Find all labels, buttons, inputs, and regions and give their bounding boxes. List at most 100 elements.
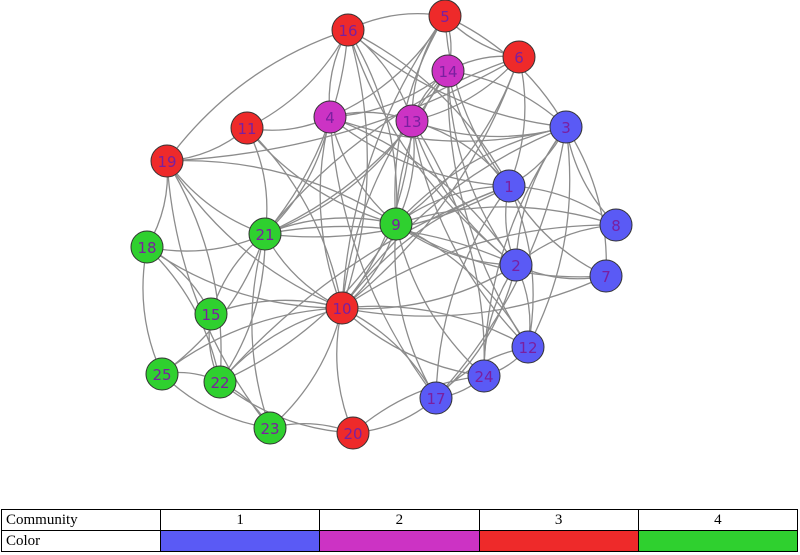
edge-16-2: [347, 29, 517, 266]
node-6: 6: [502, 40, 536, 74]
edge-13-24: [411, 120, 485, 377]
node-25-label: 25: [152, 366, 171, 384]
node-7: 7: [589, 259, 623, 293]
edge-4-1: [329, 116, 510, 187]
legend-swatch-2: [319, 530, 480, 552]
node-9-label: 9: [391, 216, 401, 234]
node-23-circle: [253, 411, 287, 445]
node-14-circle: [431, 54, 465, 88]
edge-3-7: [565, 126, 607, 277]
node-18-circle: [130, 230, 164, 264]
edge-10-17: [341, 307, 437, 399]
edge-10-5: [341, 15, 446, 309]
edge-9-6: [395, 56, 520, 225]
edge-10-7: [341, 275, 607, 317]
node-16: 16: [331, 13, 365, 47]
node-2-label: 2: [511, 257, 521, 275]
edge-10-8: [341, 224, 617, 309]
node-3-circle: [549, 110, 583, 144]
legend-community-header: Community: [1, 509, 161, 531]
edge-10-25: [161, 307, 343, 375]
edge-6-21: [264, 56, 520, 235]
node-3-label: 3: [561, 119, 571, 137]
edge-16-19: [166, 29, 349, 162]
legend-community-2: 2: [319, 509, 480, 531]
edge-3-12: [527, 126, 571, 348]
node-21-circle: [248, 217, 282, 251]
node-10: 10: [325, 291, 359, 325]
node-20-circle: [336, 416, 370, 450]
edge-13-3: [411, 120, 567, 138]
node-22-label: 22: [210, 374, 229, 392]
node-21: 21: [248, 217, 282, 251]
node-9: 9: [379, 207, 413, 241]
edge-9-2: [395, 223, 517, 266]
node-6-circle: [502, 40, 536, 74]
edge-16-21: [264, 29, 349, 235]
node-2-circle: [499, 248, 533, 282]
edge-18-25: [142, 246, 163, 375]
node-1: 1: [492, 169, 526, 203]
node-15: 15: [194, 297, 228, 331]
legend-color-row: Color: [1, 530, 799, 552]
edge-4-2: [329, 116, 517, 266]
node-13: 13: [395, 104, 429, 138]
node-20-label: 20: [343, 425, 362, 443]
edge-10-23: [269, 307, 343, 429]
node-15-circle: [194, 297, 228, 331]
node-2: 2: [499, 248, 533, 282]
node-5-circle: [428, 0, 462, 33]
node-17-circle: [419, 381, 453, 415]
node-19-label: 19: [157, 153, 176, 171]
node-20: 20: [336, 416, 370, 450]
edge-10-22: [219, 307, 343, 383]
edge-13-12: [411, 120, 529, 348]
node-15-label: 15: [201, 306, 220, 324]
edge-10-19: [166, 160, 343, 309]
legend-community-4: 4: [637, 509, 799, 531]
edge-9-11: [246, 127, 397, 225]
node-22: 22: [203, 365, 237, 399]
node-19: 19: [150, 144, 184, 178]
node-4-circle: [313, 100, 347, 134]
legend-color-header: Color: [1, 530, 161, 552]
node-24: 24: [467, 359, 501, 393]
node-1-circle: [492, 169, 526, 203]
node-11-label: 11: [237, 120, 256, 138]
node-25: 25: [145, 357, 179, 391]
node-4: 4: [313, 100, 347, 134]
edge-9-22: [219, 223, 397, 383]
node-1-label: 1: [504, 178, 514, 196]
node-12: 12: [511, 330, 545, 364]
edge-6-19: [166, 56, 520, 162]
node-11-circle: [230, 111, 264, 145]
node-8-label: 8: [611, 217, 621, 235]
edge-14-21: [264, 70, 449, 235]
node-9-circle: [379, 207, 413, 241]
node-7-label: 7: [601, 268, 611, 286]
legend-swatch-4: [637, 530, 799, 552]
node-5: 5: [428, 0, 462, 33]
node-8-circle: [599, 208, 633, 242]
node-4-label: 4: [325, 109, 335, 127]
node-13-circle: [395, 104, 429, 138]
edge-1-22: [219, 185, 510, 383]
node-12-label: 12: [518, 339, 537, 357]
node-3: 3: [549, 110, 583, 144]
node-10-circle: [325, 291, 359, 325]
node-16-label: 16: [338, 22, 357, 40]
edge-19-23: [166, 160, 271, 429]
edge-14-2: [447, 70, 517, 266]
edge-10-20: [336, 307, 354, 434]
edge-9-7: [395, 223, 607, 278]
edge-21-23: [251, 233, 271, 429]
edge-9-19: [166, 159, 397, 225]
node-12-circle: [511, 330, 545, 364]
node-18: 18: [130, 230, 164, 264]
node-10-label: 10: [332, 300, 351, 318]
edge-10-11: [246, 127, 343, 309]
node-24-circle: [467, 359, 501, 393]
node-21-label: 21: [255, 226, 274, 244]
node-8: 8: [599, 208, 633, 242]
legend-community-3: 3: [478, 509, 639, 531]
